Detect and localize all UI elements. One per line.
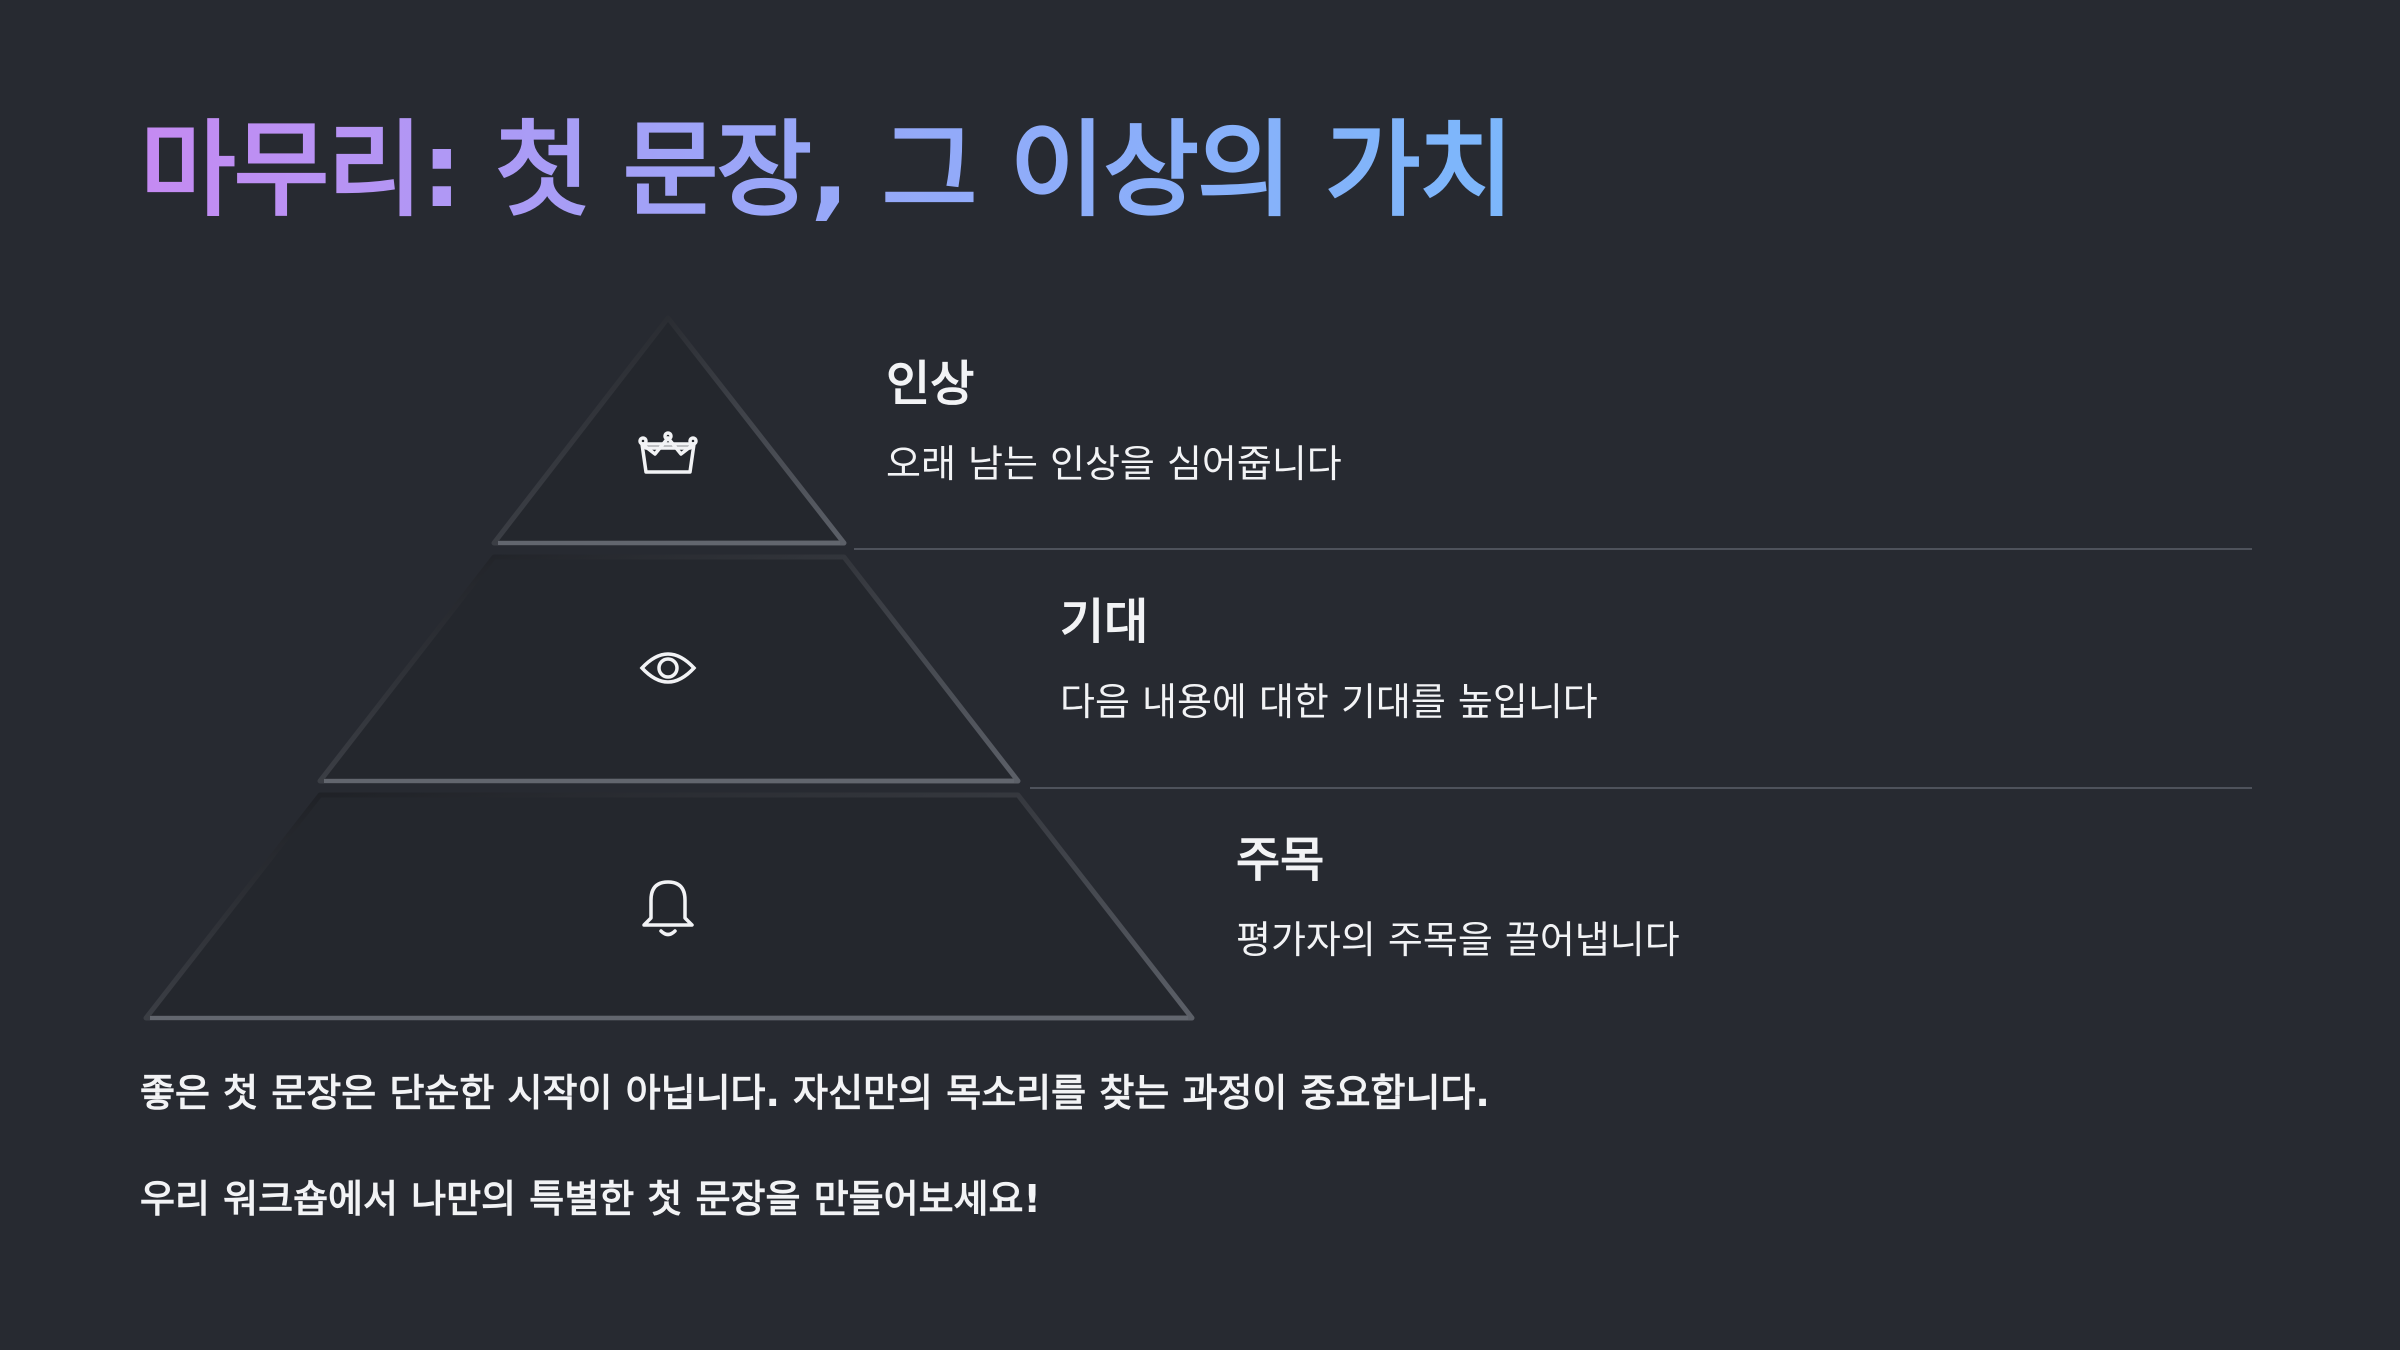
crown-icon: [638, 431, 698, 474]
tier-description: 다음 내용에 대한 기대를 높입니다: [1060, 679, 1598, 724]
tier-description: 평가자의 주목을 끌어냅니다: [1236, 917, 1680, 962]
tier-heading: 주목: [1236, 832, 1325, 888]
divider: [1030, 787, 2252, 789]
tier-description: 오래 남는 인상을 심어줍니다: [886, 441, 1342, 486]
pyramid-tier-middle: [317, 554, 1021, 784]
tier-attention: 주목 평가자의 주목을 끌어냅니다: [1236, 832, 1680, 963]
page-title: 마무리: 첫 문장, 그 이상의 가치: [140, 109, 1514, 231]
tier-heading: 기대: [1060, 594, 1149, 650]
eye-icon: [639, 652, 697, 684]
tier-impression: 인상 오래 남는 인상을 심어줍니다: [886, 356, 1342, 487]
tier-expectation: 기대 다음 내용에 대한 기대를 높입니다: [1060, 594, 1598, 725]
tier-heading: 인상: [886, 356, 975, 412]
pyramid-tier-top: [491, 315, 847, 546]
pyramid-tier-bottom: [143, 792, 1195, 1021]
closing-paragraph: 우리 워크숍에서 나만의 특별한 첫 문장을 만들어보세요!: [140, 1177, 1041, 1221]
closing-paragraph: 좋은 첫 문장은 단순한 시작이 아닙니다. 자신만의 목소리를 찾는 과정이 …: [140, 1071, 1490, 1115]
bell-icon: [642, 880, 694, 937]
divider: [854, 548, 2252, 550]
